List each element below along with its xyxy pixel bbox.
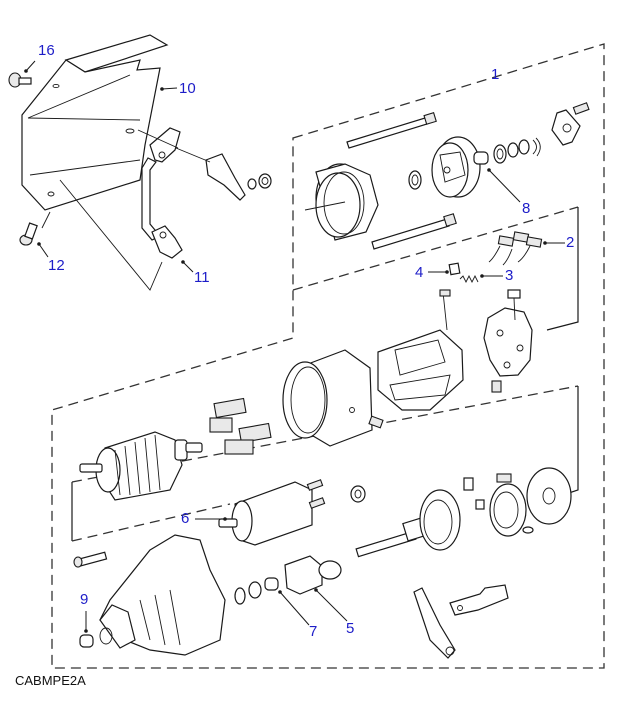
leader-2 <box>543 241 565 245</box>
bolt <box>73 551 108 568</box>
end-cap-screw <box>572 102 590 115</box>
leader-7 <box>278 590 310 626</box>
pole-shoes <box>209 397 272 455</box>
shim-washers <box>493 137 541 164</box>
callout-11: 11 <box>194 269 210 286</box>
bush-part-8 <box>473 151 489 165</box>
yoke-sleeve <box>304 163 379 241</box>
callout-5: 5 <box>346 620 355 637</box>
armature <box>79 431 203 501</box>
brush-holder-plate <box>483 289 533 393</box>
drive-end-housing <box>99 534 226 656</box>
field-yoke <box>282 349 384 447</box>
callout-3: 3 <box>505 267 514 284</box>
cover-plate <box>526 467 572 525</box>
leader-5 <box>314 588 348 622</box>
leader-12 <box>37 242 49 258</box>
callout-16: 16 <box>38 42 55 59</box>
assembly-boundary-main <box>51 43 605 669</box>
leader-6 <box>195 517 227 521</box>
callout-8: 8 <box>522 200 531 217</box>
strap-bracket-part-11 <box>141 127 183 259</box>
callout-9: 9 <box>80 591 89 608</box>
spring-part-3 <box>459 274 479 284</box>
assembly-boundary-brush-gear <box>292 206 579 331</box>
bolt-part-16 <box>8 72 32 88</box>
callout-6: 6 <box>181 510 190 527</box>
solenoid-part-6 <box>218 479 326 546</box>
tie-bolt-upper <box>346 112 437 149</box>
callout-7: 7 <box>309 623 318 640</box>
pinion-drive-part-5 <box>284 555 342 595</box>
shift-lever <box>413 587 456 659</box>
callout-10: 10 <box>179 80 196 97</box>
callout-1: 1 <box>491 66 500 83</box>
brushes-part-2 <box>488 231 543 266</box>
leader-16 <box>24 60 36 73</box>
end-plate <box>431 136 481 198</box>
callout-12: 12 <box>48 257 65 274</box>
seal-ring <box>408 170 422 190</box>
bolt-part-12 <box>19 222 38 246</box>
end-cap <box>551 109 581 146</box>
heat-shield-part-10 <box>21 34 169 211</box>
leader-3 <box>480 274 503 278</box>
field-coil <box>377 289 464 411</box>
tie-bolt-lower <box>371 213 457 250</box>
clip-washer-nut <box>205 153 272 201</box>
callout-4: 4 <box>415 264 424 281</box>
circlip-ring <box>234 581 262 605</box>
leader-11 <box>181 260 194 273</box>
callout-2: 2 <box>566 234 575 251</box>
diagram-reference-code: CABMPE2A <box>15 673 86 688</box>
output-shaft <box>355 489 461 558</box>
collar-part-7 <box>264 577 279 591</box>
leader-8 <box>487 168 521 203</box>
bush-part-9 <box>79 634 94 648</box>
leader-10 <box>160 87 178 91</box>
spring-retainer-part-4 <box>448 262 461 276</box>
leader-9 <box>84 611 88 633</box>
nut <box>350 485 366 503</box>
lever-bracket <box>449 584 509 616</box>
planet-carrier <box>463 473 534 537</box>
leader-4 <box>428 270 449 274</box>
